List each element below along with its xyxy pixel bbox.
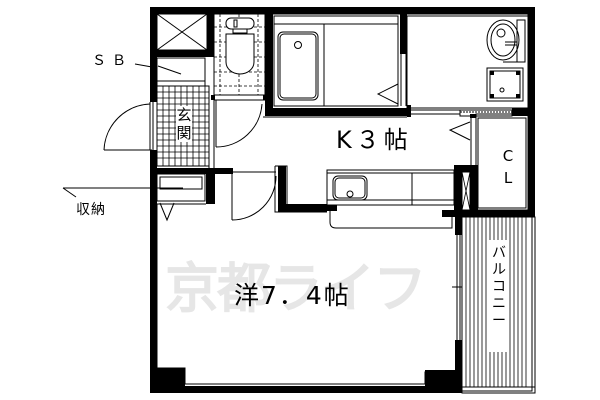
- closet-door-icon: [448, 114, 477, 166]
- closet: [475, 113, 529, 211]
- closet-char-1: C: [502, 147, 514, 165]
- washbasin-icon: [486, 19, 526, 63]
- entrance-char-1: 玄: [176, 106, 192, 124]
- callout-storage: 収納: [76, 202, 106, 218]
- entrance-tile-grid: [156, 85, 215, 168]
- watermark-text: 京都ライフ: [165, 257, 427, 320]
- callout-shoe-box: ＳＢ: [92, 53, 132, 69]
- entrance-door-icon: [103, 102, 154, 151]
- washing-machine-space-icon: [150, 7, 214, 57]
- bathtub-icon: [273, 15, 399, 107]
- room-door-icon: [231, 171, 277, 221]
- pillar-icon: [454, 165, 478, 215]
- bath-door-icon: [376, 14, 407, 106]
- storage-closet-icon: [156, 173, 206, 222]
- balcony-char-3: コ: [492, 279, 506, 295]
- room-label-closet: C L: [500, 145, 516, 189]
- kitchen-sink-icon: [326, 169, 455, 206]
- toilet-icon: [211, 13, 267, 101]
- washing-machine-pan-icon: [486, 67, 524, 102]
- entrance-char-2: 関: [176, 124, 192, 142]
- room-label-western: 洋7．4帖: [234, 281, 351, 310]
- shoe-box-icon: [156, 57, 206, 87]
- balcony-char-5: ー: [492, 313, 506, 329]
- room-label-kitchen: K３帖: [336, 126, 412, 154]
- room-label-balcony: バ ル コ ニ ー: [490, 245, 508, 330]
- balcony-char-4: ニ: [492, 296, 506, 312]
- room-label-entrance: 玄 関: [176, 106, 192, 142]
- partition-wall: [157, 166, 456, 217]
- closet-char-2: L: [503, 169, 513, 187]
- toilet-door-icon: [215, 100, 263, 148]
- balcony-char-1: バ: [492, 245, 506, 261]
- balcony-char-2: ル: [492, 262, 506, 278]
